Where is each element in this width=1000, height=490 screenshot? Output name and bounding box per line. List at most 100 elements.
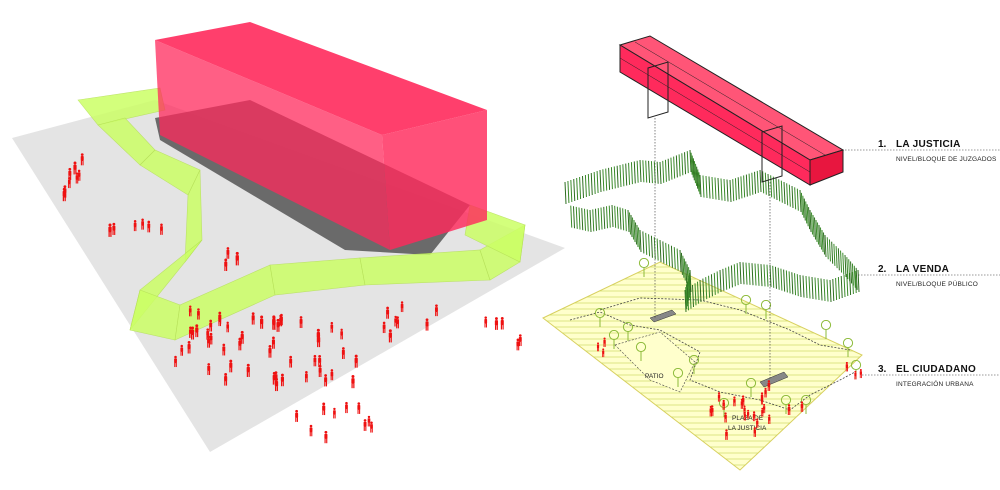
fence-slat xyxy=(734,178,737,201)
fence-slat xyxy=(625,163,628,186)
fence-slat xyxy=(796,188,799,211)
fence-slat xyxy=(680,252,683,275)
fence-slat xyxy=(622,164,625,187)
fence-slat xyxy=(837,276,840,300)
fence-slat xyxy=(699,174,702,198)
person-figure xyxy=(357,402,361,414)
fence-slat xyxy=(748,262,751,285)
fence-slat xyxy=(570,179,573,203)
plaza-hatch xyxy=(543,262,862,470)
level-1-label: 1. LA JUSTICIA NIVEL/BLOQUE DE JUZGADOS xyxy=(878,139,997,163)
fence-slat xyxy=(610,167,613,190)
fence-slat xyxy=(708,275,711,298)
fence-slat xyxy=(639,229,642,253)
fence-slat xyxy=(811,212,813,235)
fence-slat xyxy=(722,268,725,291)
level-1-subtitle: NIVEL/BLOQUE DE JUZGADOS xyxy=(896,156,997,163)
fence-slat xyxy=(812,214,815,238)
fence-slat xyxy=(662,160,665,183)
fence-slat xyxy=(805,275,808,299)
fence-slat xyxy=(802,195,805,218)
person-figure xyxy=(845,361,849,372)
fence-slat xyxy=(843,274,846,298)
fence-slat xyxy=(613,166,616,189)
fence-slat xyxy=(739,261,742,285)
fence-slat xyxy=(711,176,714,200)
fence-slat xyxy=(736,263,739,286)
fence-slat xyxy=(815,219,818,243)
core-pad-2 xyxy=(759,371,789,388)
fence-slat xyxy=(705,277,708,300)
person-figure xyxy=(518,334,522,347)
fence-slat xyxy=(780,268,783,291)
fence-slat xyxy=(840,275,843,299)
fence-slat xyxy=(740,176,743,199)
fence-slat xyxy=(803,198,806,221)
fence-slat xyxy=(788,271,791,294)
fence-slat xyxy=(719,269,722,293)
fence-slat xyxy=(642,160,645,183)
fence-slat xyxy=(842,252,845,275)
fence-slat xyxy=(696,166,699,189)
fence-slat xyxy=(732,179,735,202)
fence-slat xyxy=(676,248,679,271)
fence-slat xyxy=(692,284,694,308)
fence-slat xyxy=(639,159,642,183)
fence-slat xyxy=(748,173,751,196)
fence-slat xyxy=(586,209,589,232)
fence-slat xyxy=(794,187,797,210)
fence-slat xyxy=(619,164,622,188)
fence-slat xyxy=(809,209,812,233)
fence-slat xyxy=(820,227,822,250)
alignment-lines xyxy=(654,118,771,380)
fence-slat xyxy=(697,169,700,192)
fence-slat xyxy=(806,204,809,227)
fence-slat xyxy=(791,272,794,295)
fence-slat xyxy=(614,205,617,228)
fence-slat xyxy=(716,271,719,294)
fence-slat xyxy=(673,247,676,270)
fence-slat xyxy=(702,175,705,198)
fence-slat xyxy=(589,209,592,233)
fence-slat xyxy=(692,158,695,181)
fence-slat xyxy=(814,217,816,240)
fence-slat xyxy=(742,262,745,285)
fence-slat xyxy=(720,178,723,201)
fence-slat xyxy=(799,274,802,298)
fence-slat xyxy=(823,278,826,302)
fence-slat xyxy=(826,279,829,302)
fence-slat xyxy=(629,212,631,235)
fence-slat xyxy=(775,177,778,201)
fence-slat xyxy=(606,206,608,229)
fence-slat xyxy=(821,229,824,253)
fence-slat xyxy=(857,269,860,293)
fence-slat xyxy=(818,224,821,248)
fence-slat xyxy=(745,262,748,285)
fence-slat xyxy=(840,250,843,273)
person-figure xyxy=(500,317,504,330)
fence-slat xyxy=(855,267,858,290)
person-figure xyxy=(484,316,488,328)
fence-slat xyxy=(668,244,671,267)
fence-slat xyxy=(578,207,581,230)
fence-slat xyxy=(769,264,772,288)
fence-slat xyxy=(713,272,716,295)
fence-slat xyxy=(811,276,814,300)
fence-slat xyxy=(584,174,587,198)
plaza-path xyxy=(569,311,856,411)
fence-slat xyxy=(726,179,729,202)
fence-slat xyxy=(636,224,639,248)
fence-slat xyxy=(728,266,731,289)
fence-slat xyxy=(608,205,611,228)
fence-slat xyxy=(635,222,637,245)
fence-slat xyxy=(650,235,653,258)
fence-slat xyxy=(763,264,766,287)
fence-slat xyxy=(684,152,687,175)
fence-slat xyxy=(754,171,757,194)
fence-slat xyxy=(670,245,673,268)
fence-slat xyxy=(693,161,696,184)
person-figure xyxy=(859,369,862,379)
fence-slat xyxy=(616,206,619,229)
fence-slat xyxy=(590,172,593,196)
fence-slat xyxy=(581,208,584,231)
